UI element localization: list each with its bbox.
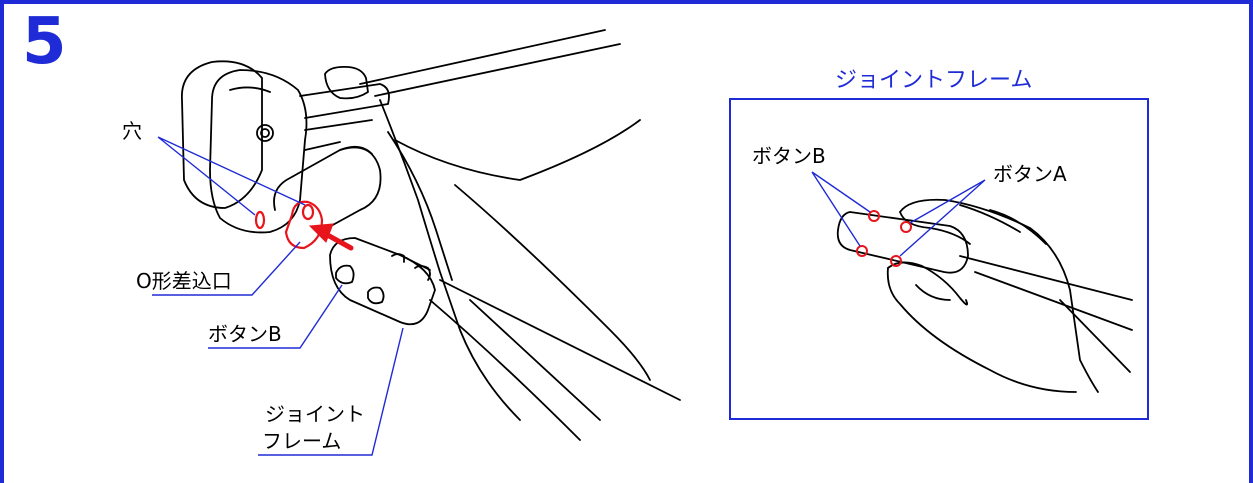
- inset-leader-b: [811, 171, 871, 247]
- bolt: [256, 124, 274, 142]
- inset-button-a-2: [890, 255, 902, 267]
- tube-cap: [324, 65, 369, 100]
- insert-tube: [329, 237, 436, 326]
- inset-leader-a: [899, 179, 986, 257]
- label-button-b: ボタンB: [208, 322, 282, 346]
- label-joint-frame-2: フレーム: [262, 429, 342, 453]
- insert-arrow: [308, 223, 354, 251]
- hole-left: [254, 210, 266, 230]
- inset-label-button-a: ボタンA: [993, 162, 1067, 186]
- leader-button-b: [208, 284, 343, 349]
- label-hole: 穴: [122, 119, 142, 143]
- leader-hole: [157, 136, 306, 216]
- inset-box: [729, 98, 1149, 420]
- leader-joint-frame: [258, 327, 404, 456]
- hub-back: [181, 60, 263, 209]
- inset-button-a-1: [900, 221, 912, 233]
- button-b-main: [335, 264, 355, 285]
- lower-frame-tube: [439, 279, 681, 401]
- inset-hand-lower: [887, 261, 969, 306]
- label-joint-frame-1: ジョイント: [265, 402, 365, 426]
- inset-label-button-b: ボタンB: [752, 144, 826, 168]
- leader-o-socket: [152, 241, 301, 296]
- hole-socket: [301, 203, 315, 221]
- upper-frame-tube: [359, 29, 606, 85]
- inset-button-b-1: [868, 210, 880, 222]
- label-o-socket: O形差込口: [136, 269, 232, 293]
- inset-title: ジョイントフレーム: [835, 68, 1033, 93]
- inset-button-b-2: [856, 245, 868, 257]
- inset-hand-upper: [899, 198, 1099, 393]
- step-number: 5: [22, 5, 67, 79]
- o-socket-outline: [284, 200, 324, 250]
